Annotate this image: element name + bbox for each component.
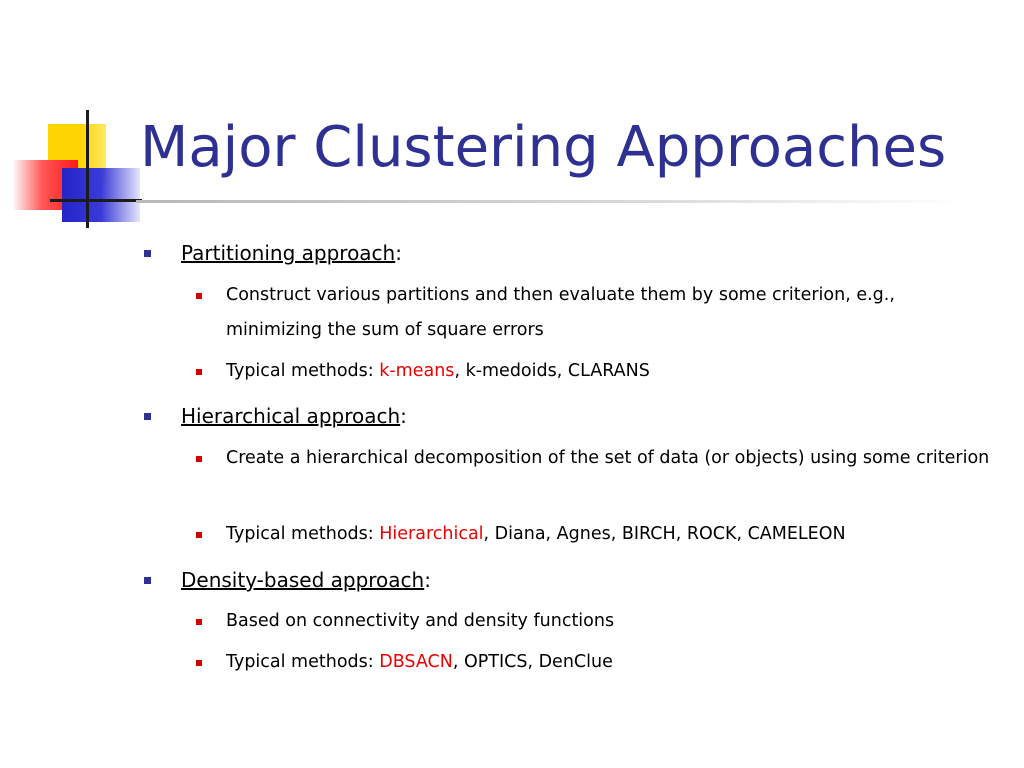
square-bullet-icon <box>144 250 151 257</box>
methods-rest: , OPTICS, DenClue <box>452 652 613 672</box>
horizontal-line-icon <box>50 199 142 202</box>
square-bullet-icon <box>196 293 202 299</box>
square-bullet-icon <box>144 577 151 584</box>
methods-rest: , k-medoids, CLARANS <box>454 361 650 381</box>
section-colon: : <box>395 241 402 265</box>
section-heading-line: Hierarchical approach: <box>181 402 407 430</box>
section-heading: Density-based approach <box>181 568 425 592</box>
list-item-text: Typical methods: Hierarchical, Diana, Ag… <box>226 517 996 552</box>
square-bullet-icon <box>196 532 202 538</box>
highlighted-method: k-means <box>379 361 455 381</box>
title-divider <box>136 200 966 203</box>
square-bullet-icon <box>196 660 202 666</box>
section-heading: Partitioning approach <box>181 241 396 265</box>
square-bullet-icon <box>144 413 151 420</box>
square-bullet-icon <box>196 456 202 462</box>
methods-prefix: Typical methods: <box>226 652 380 672</box>
methods-rest: , Diana, Agnes, BIRCH, ROCK, CAMELEON <box>483 524 846 544</box>
list-item-text: Based on connectivity and density functi… <box>226 611 615 631</box>
list-item-text: Typical methods: k-means, k-medoids, CLA… <box>226 354 996 389</box>
methods-prefix: Typical methods: <box>226 361 380 381</box>
slide-title: Major Clustering Approaches <box>140 115 947 180</box>
methods-prefix: Typical methods: <box>226 524 380 544</box>
section-heading: Hierarchical approach <box>181 404 401 428</box>
section-colon: : <box>400 404 407 428</box>
vertical-line-icon <box>86 110 89 228</box>
square-bullet-icon <box>196 369 202 375</box>
highlighted-method: DBSACN <box>379 652 453 672</box>
slide-logo-icon <box>0 0 150 240</box>
section-colon: : <box>424 568 431 592</box>
list-item-text: Create a hierarchical decomposition of t… <box>226 448 990 468</box>
square-bullet-icon <box>196 619 202 625</box>
list-item-text: Typical methods: DBSACN, OPTICS, DenClue <box>226 645 996 680</box>
blue-square-icon <box>62 168 140 222</box>
section-heading-line: Partitioning approach: <box>181 239 402 267</box>
section-heading-line: Density-based approach: <box>181 566 431 594</box>
highlighted-method: Hierarchical <box>379 524 484 544</box>
list-item-text: Construct various partitions and then ev… <box>226 285 895 340</box>
